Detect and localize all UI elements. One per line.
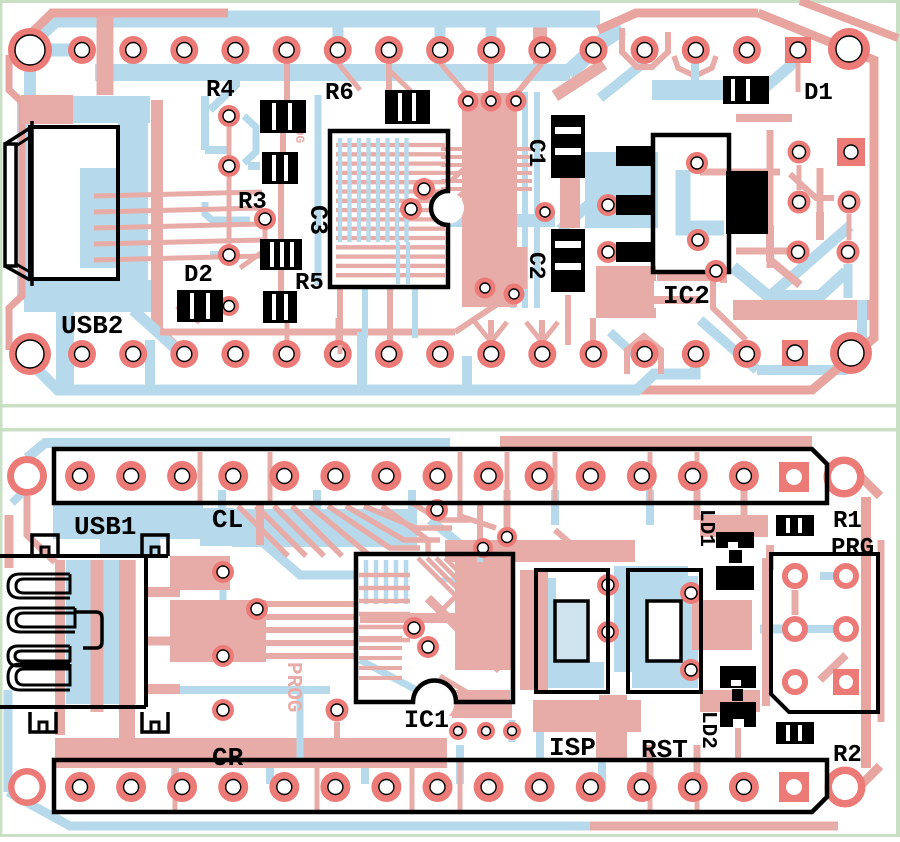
- svg-text:C1: C1: [523, 139, 549, 167]
- svg-text:IC2: IC2: [663, 281, 710, 311]
- svg-text:C3: C3: [303, 205, 332, 235]
- svg-text:R4: R4: [206, 77, 235, 104]
- svg-text:USB1: USB1: [74, 512, 136, 542]
- svg-text:R6: R6: [325, 80, 354, 107]
- svg-text:LD1: LD1: [694, 509, 717, 547]
- svg-text:R5: R5: [295, 270, 324, 297]
- svg-text:USB2: USB2: [61, 311, 123, 341]
- svg-text:IC1: IC1: [404, 706, 449, 735]
- svg-text:LD2: LD2: [696, 711, 719, 749]
- svg-text:R2: R2: [833, 742, 862, 769]
- svg-text:ISP: ISP: [549, 733, 596, 763]
- svg-text:R3: R3: [238, 189, 267, 216]
- svg-text:C2: C2: [523, 252, 549, 280]
- svg-text:R1: R1: [833, 508, 862, 535]
- svg-text:CL: CL: [212, 505, 243, 535]
- svg-text:RST: RST: [641, 735, 688, 765]
- svg-text:PROG: PROG: [281, 662, 304, 712]
- svg-text:CR: CR: [212, 743, 244, 773]
- svg-text:D2: D2: [184, 262, 213, 289]
- svg-text:D1: D1: [804, 80, 833, 107]
- svg-text:PRG: PRG: [831, 535, 874, 562]
